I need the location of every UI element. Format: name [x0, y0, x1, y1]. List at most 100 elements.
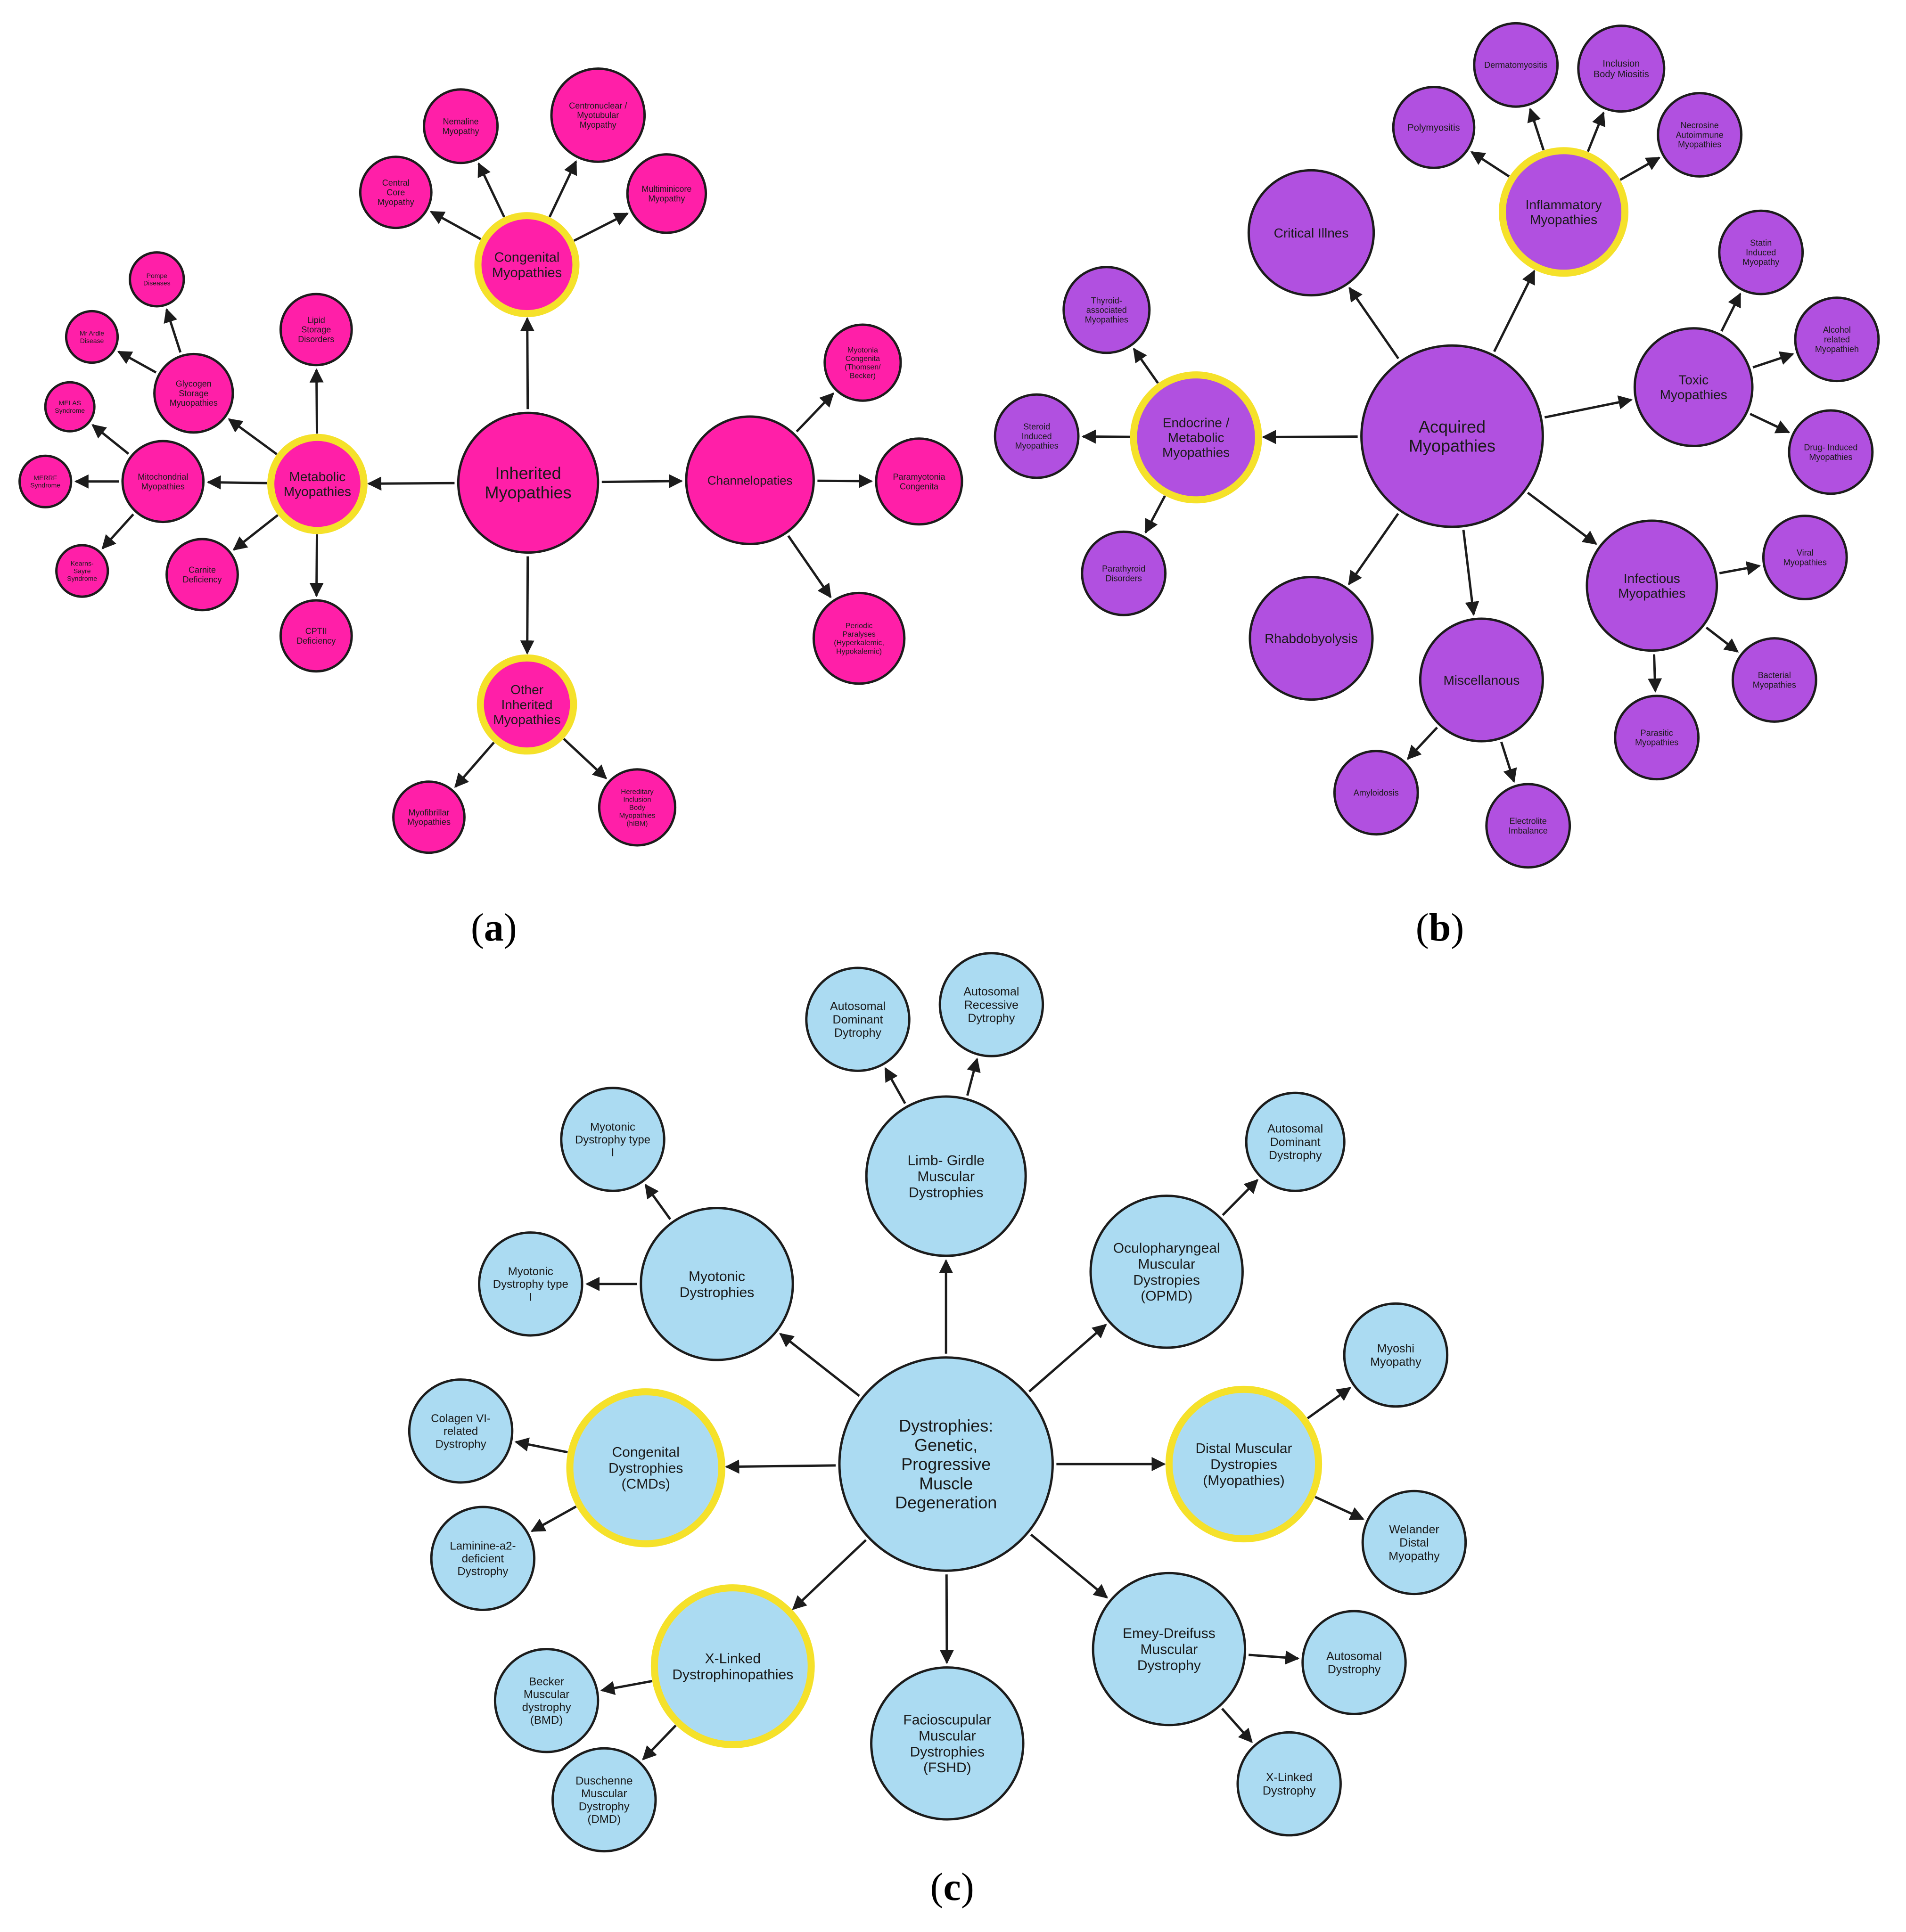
node-label-line: Myopathieh — [1815, 344, 1859, 354]
panel-caption-letter: b — [1429, 906, 1451, 950]
edge-a-other-hibm — [563, 738, 607, 779]
node-label-line: Autosomal — [1267, 1122, 1323, 1136]
edge-a-cong-multi — [573, 212, 629, 242]
node-circle — [1499, 147, 1629, 277]
captions-layer: (a)(b)(c) — [471, 906, 1464, 1909]
node-label-line: Induced — [1022, 432, 1052, 441]
node-label-line: Myopathies — [1753, 680, 1796, 689]
node-label-line: Dystrophy — [457, 1565, 508, 1578]
edge-c-myot-mdt1a — [644, 1184, 672, 1220]
node-circle — [1361, 1490, 1467, 1596]
node-label: Polymyositis — [1407, 123, 1460, 133]
node-circle — [165, 538, 239, 612]
node-label-line: Congenita — [846, 355, 880, 363]
node-label-line: X-Linked — [705, 1651, 761, 1667]
node-label-line: Paralyses — [842, 630, 875, 639]
edge-b-infec-bact — [1705, 626, 1739, 653]
node-label-line: Myopathies — [1660, 387, 1727, 402]
node-label: Miscellanous — [1443, 673, 1520, 688]
node-label-line: Distal — [1399, 1536, 1429, 1549]
node-label-line: Inherited — [501, 697, 553, 712]
node-label-line: Critical Illnes — [1274, 226, 1349, 240]
node-circle — [870, 1666, 1025, 1821]
node-label-line: Myopathies — [1618, 586, 1685, 600]
node-label-line: Distal Muscular — [1195, 1441, 1292, 1457]
panel-caption-c: (c) — [930, 1865, 974, 1909]
node-label-line: Dystrophies — [680, 1285, 754, 1300]
edge-c-dys-emery — [1030, 1533, 1108, 1599]
node-label-line: MERRF — [33, 474, 57, 482]
node-label-line: Myopathy — [648, 194, 685, 203]
edge-a-meta-glyc — [228, 418, 278, 455]
node-circle — [1130, 371, 1262, 504]
node-circle — [55, 544, 109, 598]
node-label-line: dystrophy — [522, 1701, 571, 1714]
node-label-line: Periodic — [846, 622, 873, 630]
node-circle — [493, 1648, 600, 1753]
node-label-line: Dystrophinopathies — [672, 1667, 793, 1682]
node-label-line: Electrolite — [1510, 817, 1547, 826]
node-label-line: Endocrine / — [1163, 415, 1230, 430]
edge-c-limb-ad1 — [884, 1067, 906, 1104]
edge-a-chan-myoton — [796, 392, 834, 433]
node-label-line: Storage — [301, 325, 331, 335]
node-label-line: Lipid — [307, 315, 325, 325]
edge-a-cong-cent — [548, 160, 577, 218]
edge-b-toxic-alcohol — [1752, 351, 1794, 368]
node-label-line: Dystropies — [1133, 1272, 1200, 1288]
edge-a-inh-cong — [520, 317, 534, 409]
node-circle — [685, 415, 815, 545]
node-label-line: Paramyotonia — [893, 472, 945, 482]
node-circle — [476, 654, 577, 755]
node-label-line: Dystrophy — [579, 1800, 630, 1813]
node-circle — [121, 440, 205, 524]
node-circle — [18, 454, 73, 508]
node-circle — [129, 251, 185, 308]
edge-c-cmd-colagen — [514, 1437, 568, 1454]
node-label-line: Degeneration — [895, 1493, 997, 1512]
edge-a-glyc-mcard — [117, 351, 157, 374]
node-label-line: Syndrome — [67, 574, 97, 582]
node-label: Amyloidosis — [1354, 788, 1399, 798]
node-label-line: Myopathies — [1015, 441, 1059, 450]
node-circle — [875, 437, 963, 526]
node-label-line: Myopathies — [1635, 738, 1678, 747]
node-label-line: Myopathy — [1388, 1549, 1440, 1563]
node-label-line: Steroid — [1023, 422, 1050, 432]
edge-c-distal-welander — [1314, 1496, 1364, 1520]
node-label-line: Polymyositis — [1407, 123, 1460, 133]
node-label-line: (FSHD) — [923, 1760, 971, 1776]
node-label-line: Toxic — [1678, 373, 1709, 387]
node-circle — [1614, 695, 1700, 781]
node-label-line: Other — [510, 682, 543, 697]
node-label-line: Dystrophy — [1263, 1784, 1316, 1797]
node-label-line: Disorders — [1106, 573, 1142, 583]
node-label-line: Nemaline — [443, 117, 479, 126]
edge-b-misc-elec — [1500, 741, 1517, 783]
node-label-line: Progressive — [901, 1455, 991, 1474]
node-label-line: Syndrome — [30, 482, 60, 489]
